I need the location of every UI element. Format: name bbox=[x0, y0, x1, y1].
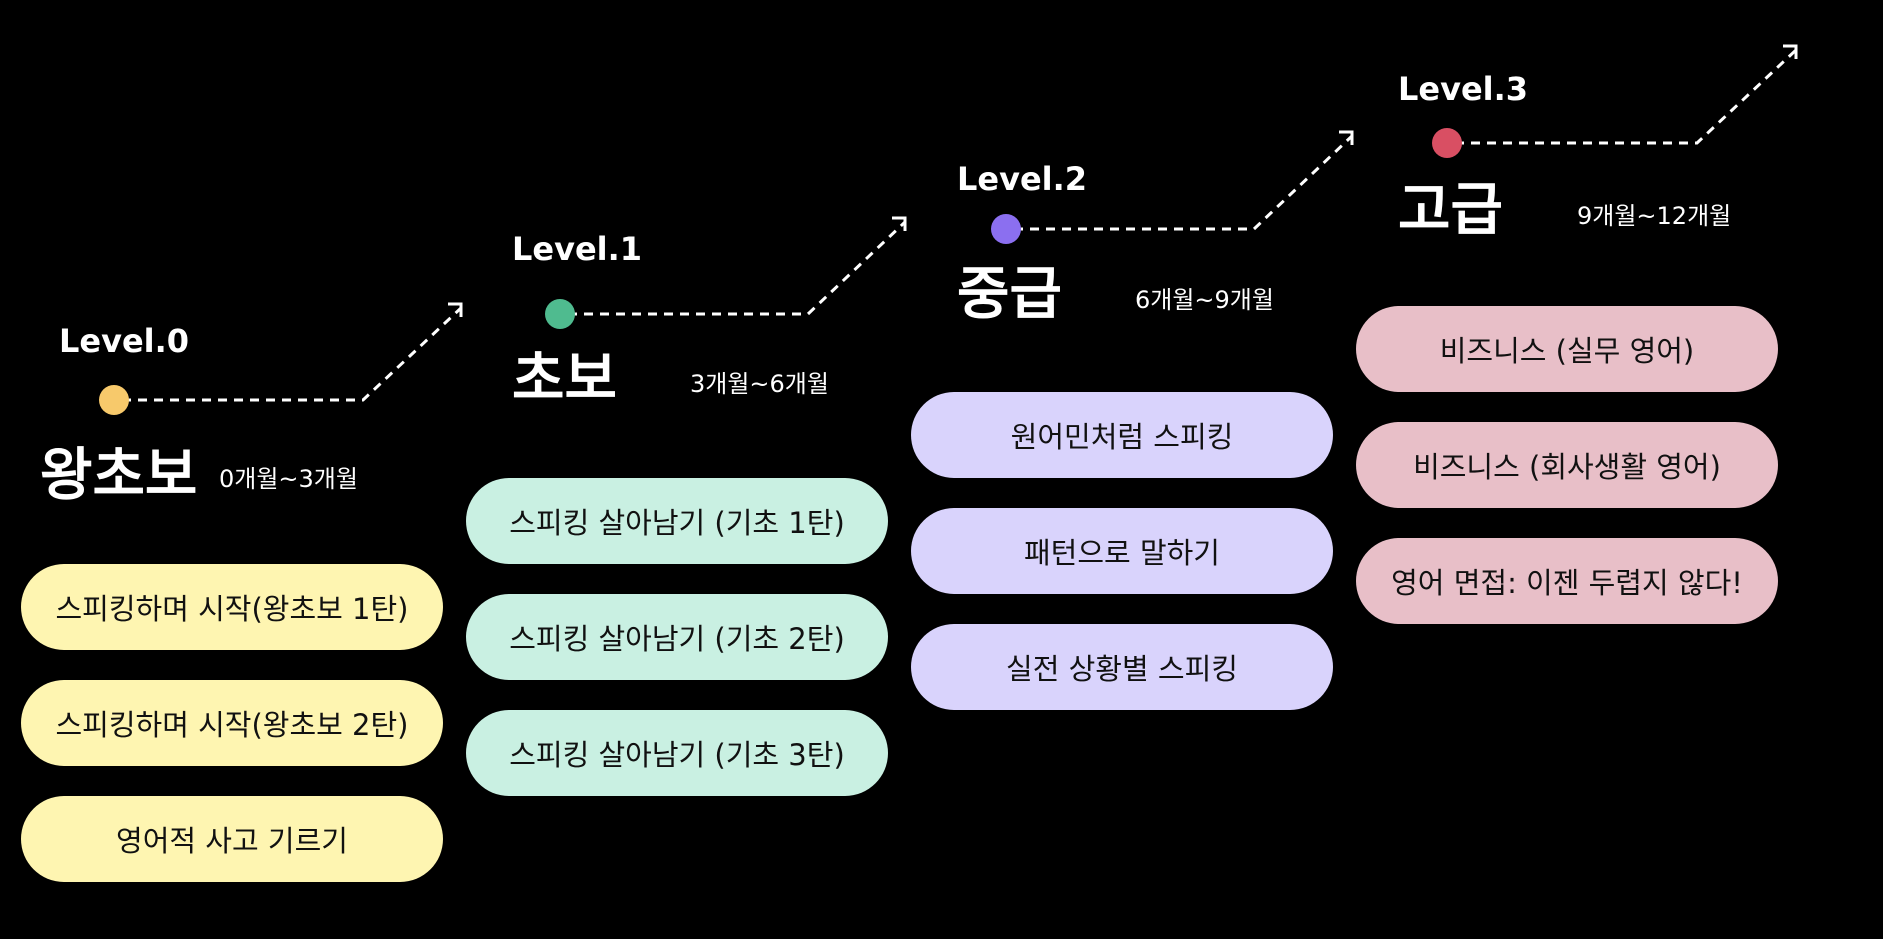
level-3-label: Level.3 bbox=[1398, 70, 1529, 108]
level-0-label: Level.0 bbox=[59, 322, 190, 360]
level-2-label: Level.2 bbox=[957, 160, 1088, 198]
level-3-connector-arrowhead bbox=[1783, 44, 1798, 59]
level-1-course-3[interactable]: 스피킹 살아남기 (기초 3탄) bbox=[466, 710, 888, 796]
level-3-course-2[interactable]: 비즈니스 (회사생활 영어) bbox=[1356, 422, 1778, 508]
level-2-connector-arrowhead bbox=[1339, 130, 1354, 145]
level-1-dot bbox=[545, 299, 575, 329]
level-0-duration: 0개월~3개월 bbox=[219, 465, 358, 493]
level-0-course-2[interactable]: 스피킹하며 시작(왕초보 2탄) bbox=[21, 680, 443, 766]
level-2-name: 중급 bbox=[957, 261, 1062, 327]
level-0-connector bbox=[122, 306, 463, 402]
level-2-dot bbox=[991, 214, 1021, 244]
level-2-connector bbox=[1014, 134, 1354, 231]
level-2-duration: 6개월~9개월 bbox=[1135, 286, 1274, 314]
level-0-connector-arrowhead bbox=[448, 302, 463, 317]
level-0-dot bbox=[99, 385, 129, 415]
level-3-dot bbox=[1432, 128, 1462, 158]
level-2-course-1[interactable]: 원어민처럼 스피킹 bbox=[911, 392, 1333, 478]
level-0-course-1[interactable]: 스피킹하며 시작(왕초보 1탄) bbox=[21, 564, 443, 650]
level-3-connector bbox=[1455, 48, 1798, 145]
level-1-name: 초보 bbox=[512, 346, 617, 412]
level-1-connector bbox=[568, 220, 907, 316]
level-3-duration: 9개월~12개월 bbox=[1577, 202, 1732, 230]
level-3-course-3[interactable]: 영어 면접: 이젠 두렵지 않다! bbox=[1356, 538, 1778, 624]
level-1-duration: 3개월~6개월 bbox=[690, 370, 829, 398]
level-2-course-3[interactable]: 실전 상황별 스피킹 bbox=[911, 624, 1333, 710]
level-2-course-2[interactable]: 패턴으로 말하기 bbox=[911, 508, 1333, 594]
level-3-course-1[interactable]: 비즈니스 (실무 영어) bbox=[1356, 306, 1778, 392]
level-0-course-3[interactable]: 영어적 사고 기르기 bbox=[21, 796, 443, 882]
level-0-name: 왕초보 bbox=[40, 442, 198, 508]
level-1-course-2[interactable]: 스피킹 살아남기 (기초 2탄) bbox=[466, 594, 888, 680]
level-1-course-1[interactable]: 스피킹 살아남기 (기초 1탄) bbox=[466, 478, 888, 564]
level-1-connector-arrowhead bbox=[892, 216, 907, 231]
level-3-name: 고급 bbox=[1398, 177, 1503, 243]
level-1-label: Level.1 bbox=[512, 230, 643, 268]
